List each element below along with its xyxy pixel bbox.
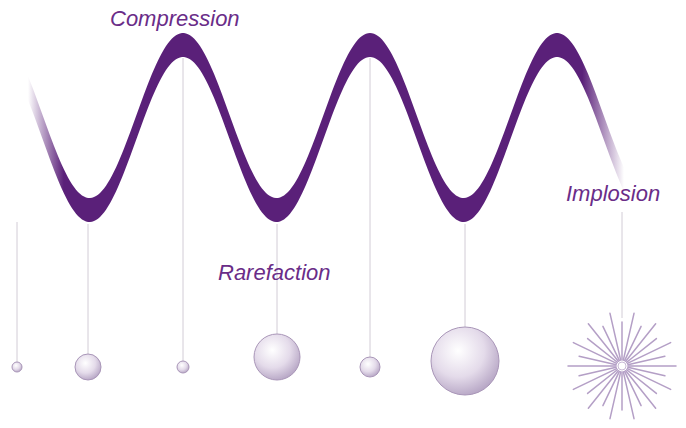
burst-ray bbox=[568, 365, 616, 367]
burst-core bbox=[618, 362, 626, 370]
leader-line bbox=[88, 224, 89, 354]
burst-ray bbox=[573, 343, 616, 364]
burst-ray bbox=[621, 372, 623, 410]
leader-line bbox=[622, 212, 623, 318]
burst-ray bbox=[603, 371, 619, 405]
wave-label: Implosion bbox=[566, 181, 660, 207]
leader-line bbox=[183, 58, 184, 361]
bubble bbox=[431, 327, 499, 395]
burst-ray bbox=[628, 365, 676, 367]
burst-ray bbox=[626, 324, 656, 362]
burst-ray bbox=[588, 371, 618, 409]
bubble bbox=[75, 354, 101, 380]
burst-ray bbox=[579, 367, 616, 375]
leader-line bbox=[370, 58, 371, 357]
bubble bbox=[360, 357, 380, 377]
burst-ray bbox=[627, 369, 670, 390]
burst-ray bbox=[625, 326, 641, 360]
burst-ray bbox=[623, 372, 634, 419]
wave-band bbox=[28, 33, 624, 222]
leader-line bbox=[465, 224, 466, 327]
implosion-burst bbox=[568, 313, 676, 418]
bubble bbox=[254, 334, 300, 380]
bubble bbox=[177, 361, 189, 373]
burst-ray bbox=[621, 322, 623, 360]
burst-ray bbox=[610, 313, 621, 360]
leader-line bbox=[17, 222, 18, 362]
leader-lines bbox=[17, 58, 622, 362]
bubble bbox=[12, 362, 22, 372]
bubbles bbox=[12, 327, 499, 395]
burst-ray bbox=[628, 356, 665, 364]
wave-label: Rarefaction bbox=[218, 260, 331, 286]
wave-label: Compression bbox=[110, 6, 240, 32]
